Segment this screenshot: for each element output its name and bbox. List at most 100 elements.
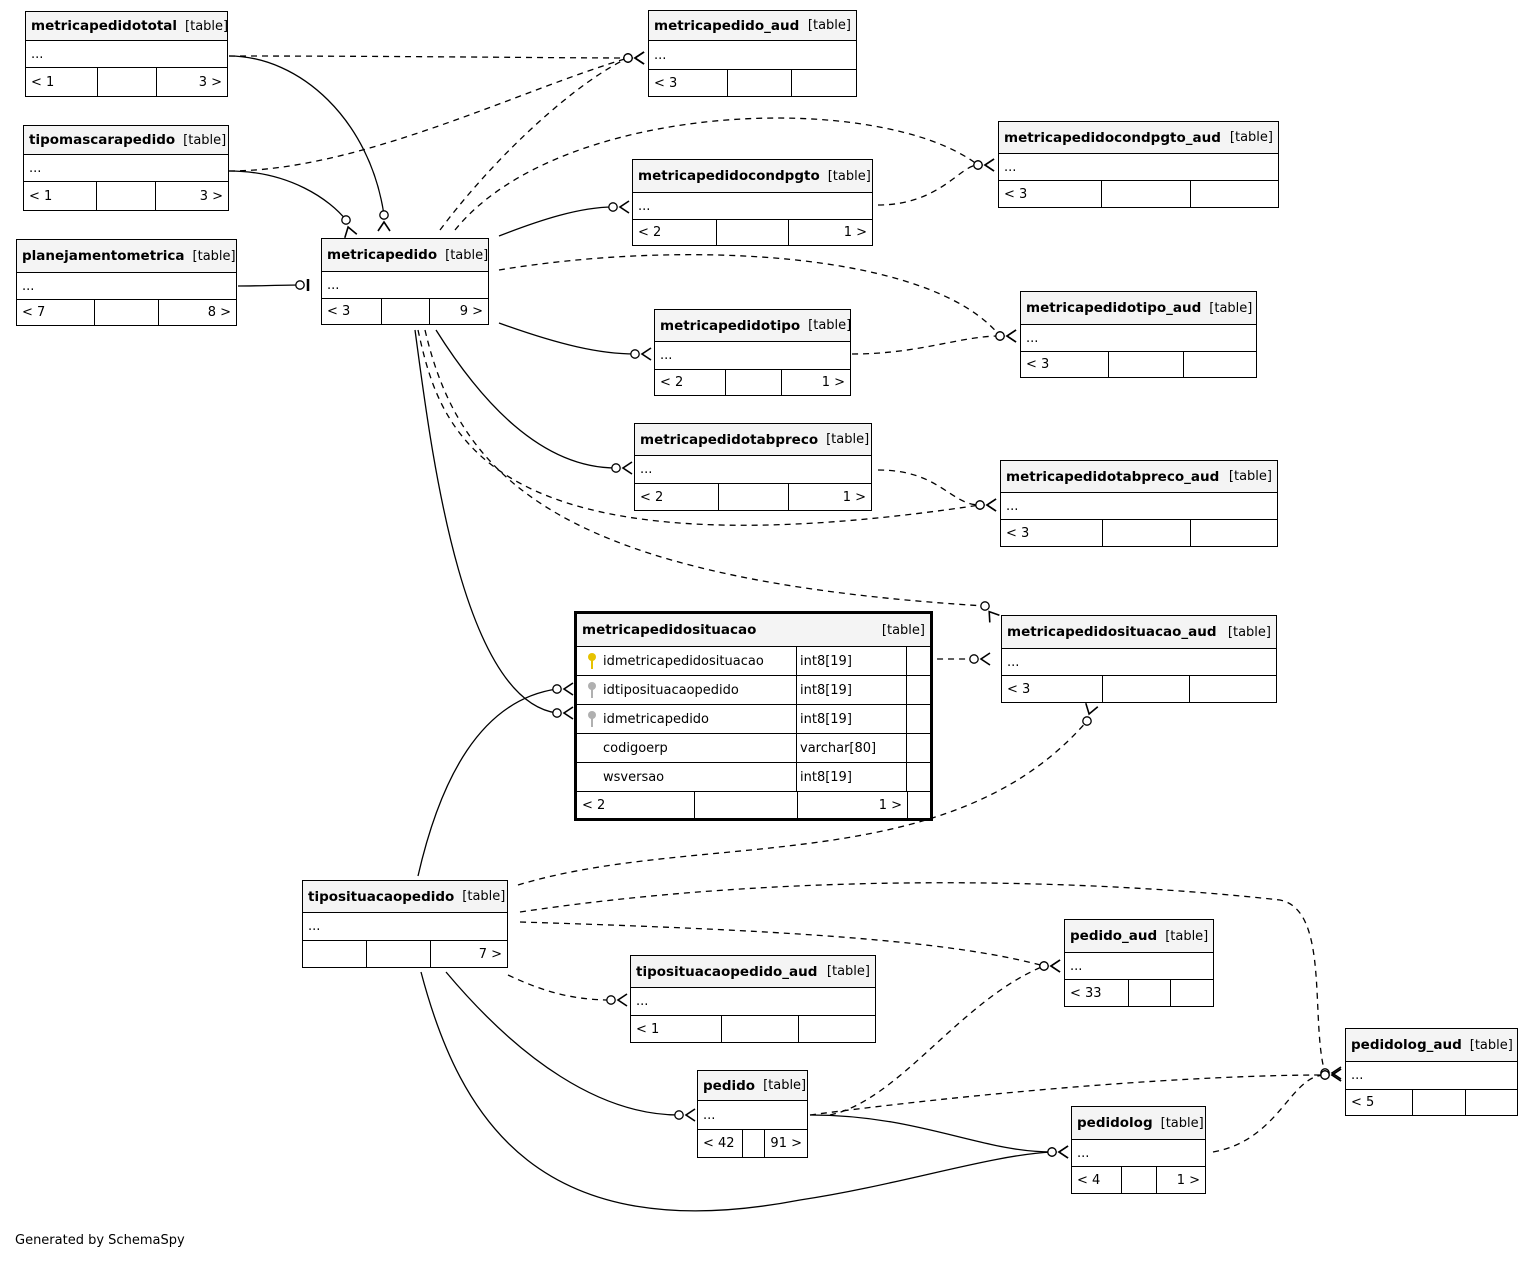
column-extra <box>907 734 930 762</box>
child-count <box>1182 352 1256 377</box>
child-count <box>790 70 856 96</box>
parent-count: < 3 <box>327 304 351 319</box>
column-name: idtiposituacaopedido <box>603 682 739 698</box>
relationship-line <box>809 1114 1053 1153</box>
many-cardinality-marker <box>344 225 358 239</box>
zero-cardinality-marker <box>1047 1147 1057 1157</box>
child-count <box>1169 980 1213 1006</box>
table-header: metricapedidotabpreco_aud[table] <box>1001 461 1277 493</box>
parent-count: < 2 <box>638 225 662 240</box>
table-kind: [table] <box>1229 130 1273 145</box>
table-kind: [table] <box>807 18 851 33</box>
table-footer: < 3 <box>999 181 1278 207</box>
table-footer: < 2 1 > <box>577 792 930 818</box>
parent-count: < 5 <box>1351 1095 1375 1110</box>
footer-middle <box>381 299 428 324</box>
parent-count: < 3 <box>1026 357 1050 372</box>
column-extra <box>907 676 930 704</box>
table-name: metricapedidosituacao <box>582 622 757 638</box>
child-count <box>797 1016 875 1042</box>
zero-cardinality-marker <box>1039 961 1049 971</box>
footer-middle <box>725 370 780 395</box>
table-name: metricapedido_aud <box>654 17 800 34</box>
table-pedidolog_aud[interactable]: pedidolog_aud[table]...< 5 <box>1345 1028 1518 1116</box>
table-metricapedidocondpgto_aud[interactable]: metricapedidocondpgto_aud[table]...< 3 <box>998 121 1279 208</box>
child-count: 8 > <box>157 300 236 325</box>
child-count: 91 > <box>763 1130 807 1157</box>
many-cardinality-marker <box>1330 1066 1342 1080</box>
footer-middle <box>1412 1090 1464 1115</box>
table-footer: < 5 <box>1346 1090 1517 1115</box>
column-name-cell: wsversao <box>577 763 797 791</box>
many-cardinality-marker <box>633 51 645 65</box>
table-metricapedidosituacao_aud[interactable]: metricapedidosituacao_aud[table]...< 3 <box>1001 615 1277 703</box>
table-kind: [table] <box>827 168 871 184</box>
table-header: tiposituacaopedido[table] <box>303 881 507 913</box>
table-pedido_aud[interactable]: pedido_aud[table]...< 33 <box>1064 919 1214 1007</box>
table-footer: < 3 <box>1021 352 1256 377</box>
zero-cardinality-marker <box>995 331 1005 341</box>
table-name: tipomascarapedido <box>29 132 176 148</box>
zero-cardinality-marker <box>980 601 990 611</box>
table-name: metricapedidocondpgto_aud <box>1004 129 1221 146</box>
relationship-line <box>228 55 385 216</box>
table-name: metricapedidotabpreco_aud <box>1006 468 1220 485</box>
table-header: pedido_aud[table] <box>1065 920 1213 953</box>
table-footer: < 33 <box>1065 980 1213 1006</box>
table-kind: [table] <box>1227 624 1271 640</box>
column-name-cell: idmetricapedido <box>577 705 797 733</box>
table-tiposituacaopedido[interactable]: tiposituacaopedido[table]...7 > <box>302 880 508 968</box>
table-columns-collapsed: ... <box>649 41 856 70</box>
zero-cardinality-marker <box>674 1110 684 1120</box>
table-name: pedido <box>703 1077 756 1094</box>
focus-table-metricapedidosituacao[interactable]: metricapedidosituacao [table] idmetricap… <box>574 611 933 821</box>
table-header: metricapedidocondpgto[table] <box>633 160 872 193</box>
table-columns-collapsed: ... <box>322 272 488 299</box>
child-count <box>1464 1090 1517 1115</box>
table-footer: < 3 <box>1002 676 1276 702</box>
relationship-line <box>519 921 1045 967</box>
zero-cardinality-marker <box>623 53 633 63</box>
primary-key-icon <box>588 653 596 669</box>
table-tiposituacaopedido_aud[interactable]: tiposituacaopedido_aud[table]...< 1 <box>630 955 876 1043</box>
parent-count: < 1 <box>31 74 55 90</box>
parent-count: < 1 <box>29 188 53 204</box>
table-name: metricapedido <box>327 247 438 263</box>
table-metricapedidotabpreco_aud[interactable]: metricapedidotabpreco_aud[table]...< 3 <box>1000 460 1278 547</box>
many-cardinality-marker <box>1005 329 1017 343</box>
column-type: int8[19] <box>797 763 907 791</box>
table-name: metricapedidotabpreco <box>640 431 819 448</box>
footer-middle <box>718 484 787 510</box>
table-kind: [table] <box>462 889 506 904</box>
foreign-key-icon <box>588 711 596 727</box>
table-header: tipomascarapedido [table] <box>24 126 228 155</box>
table-kind: [table] <box>183 132 227 148</box>
footer-middle <box>366 941 429 967</box>
table-kind: [table] <box>192 248 236 264</box>
child-count: 7 > <box>429 941 507 967</box>
table-metricapedidotipo_aud[interactable]: metricapedidotipo_aud[table]...< 3 <box>1020 291 1257 378</box>
child-count: 1 > <box>787 220 872 245</box>
column-extra <box>907 647 930 675</box>
table-footer: < 3 <box>1001 520 1277 546</box>
relationship-line <box>228 55 629 59</box>
table-columns-collapsed: ... <box>635 456 871 484</box>
table-footer: < 3 <box>649 70 856 96</box>
table-metricapedido_aud[interactable]: metricapedido_aud [table]...< 3 <box>648 10 857 97</box>
